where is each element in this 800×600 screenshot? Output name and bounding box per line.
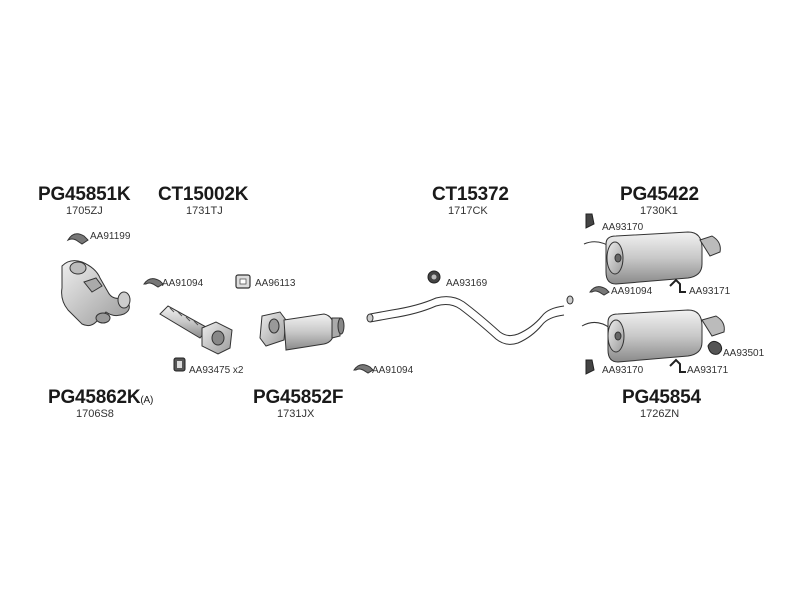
accessory-label-aa93171-lower: AA93171: [687, 365, 729, 376]
nut-icon: [173, 357, 186, 372]
accessory-label-aa93169: AA93169: [446, 278, 488, 289]
accessory-label-aa93501: AA93501: [723, 348, 765, 359]
part-code-1726zn: 1726ZN: [640, 408, 680, 420]
heat-shield-icon: [707, 340, 723, 355]
part-number-ct15372: CT15372: [432, 184, 509, 205]
particulate-filter-pg45852f: [259, 311, 345, 351]
part-number-pg45854: PG45854: [622, 387, 701, 408]
clamp-icon: [353, 364, 374, 374]
part-number-ct15002k: CT15002K: [158, 184, 249, 205]
bracket-icon: [585, 213, 595, 229]
hanger-icon: [669, 358, 686, 373]
catalytic-converter-manifold: [61, 260, 131, 327]
part-code-1705zj: 1705ZJ: [66, 205, 103, 217]
accessory-label-aa93475: AA93475 x2: [189, 365, 244, 376]
part-number-text: PG45862K: [48, 387, 141, 408]
flex-pipe-ct15002k: [159, 305, 233, 355]
bracket-icon: [585, 359, 595, 375]
gasket-icon: [235, 274, 251, 289]
part-number-pg45422: PG45422: [620, 184, 699, 205]
clamp-icon: [66, 233, 89, 245]
accessory-label-aa91094: AA91094: [162, 278, 204, 289]
intermediate-pipe-ct15372: [366, 295, 574, 345]
clamp-icon: [143, 278, 164, 288]
part-code-1717ck: 1717CK: [448, 205, 488, 217]
part-code-1706s8: 1706S8: [76, 408, 114, 420]
clamp-icon: [589, 286, 610, 296]
part-number-pg45862k: PG45862K(A): [48, 387, 153, 409]
rubber-mount-icon: [427, 270, 441, 284]
rear-muffler-pg45422: [583, 231, 721, 285]
accessory-label-aa91199: AA91199: [90, 231, 131, 242]
accessory-label-aa93170-lower: AA93170: [602, 365, 644, 376]
accessory-label-aa96113: AA96113: [255, 278, 296, 289]
part-code-1731tj: 1731TJ: [186, 205, 223, 217]
accessory-label-aa91094-right: AA91094: [611, 286, 653, 297]
accessory-label-aa91094-lower: AA91094: [372, 365, 414, 376]
part-number-pg45852f: PG45852F: [253, 387, 344, 408]
part-number-pg45851k: PG45851K: [38, 184, 131, 205]
part-code-1730k1: 1730K1: [640, 205, 678, 217]
accessory-label-aa93170-upper: AA93170: [602, 222, 644, 233]
hanger-icon: [669, 278, 686, 293]
rear-muffler-pg45854: [581, 309, 725, 363]
part-code-1731jx: 1731JX: [277, 408, 315, 420]
accessory-label-aa93171-upper: AA93171: [689, 286, 731, 297]
part-suffix: (A): [140, 395, 154, 406]
